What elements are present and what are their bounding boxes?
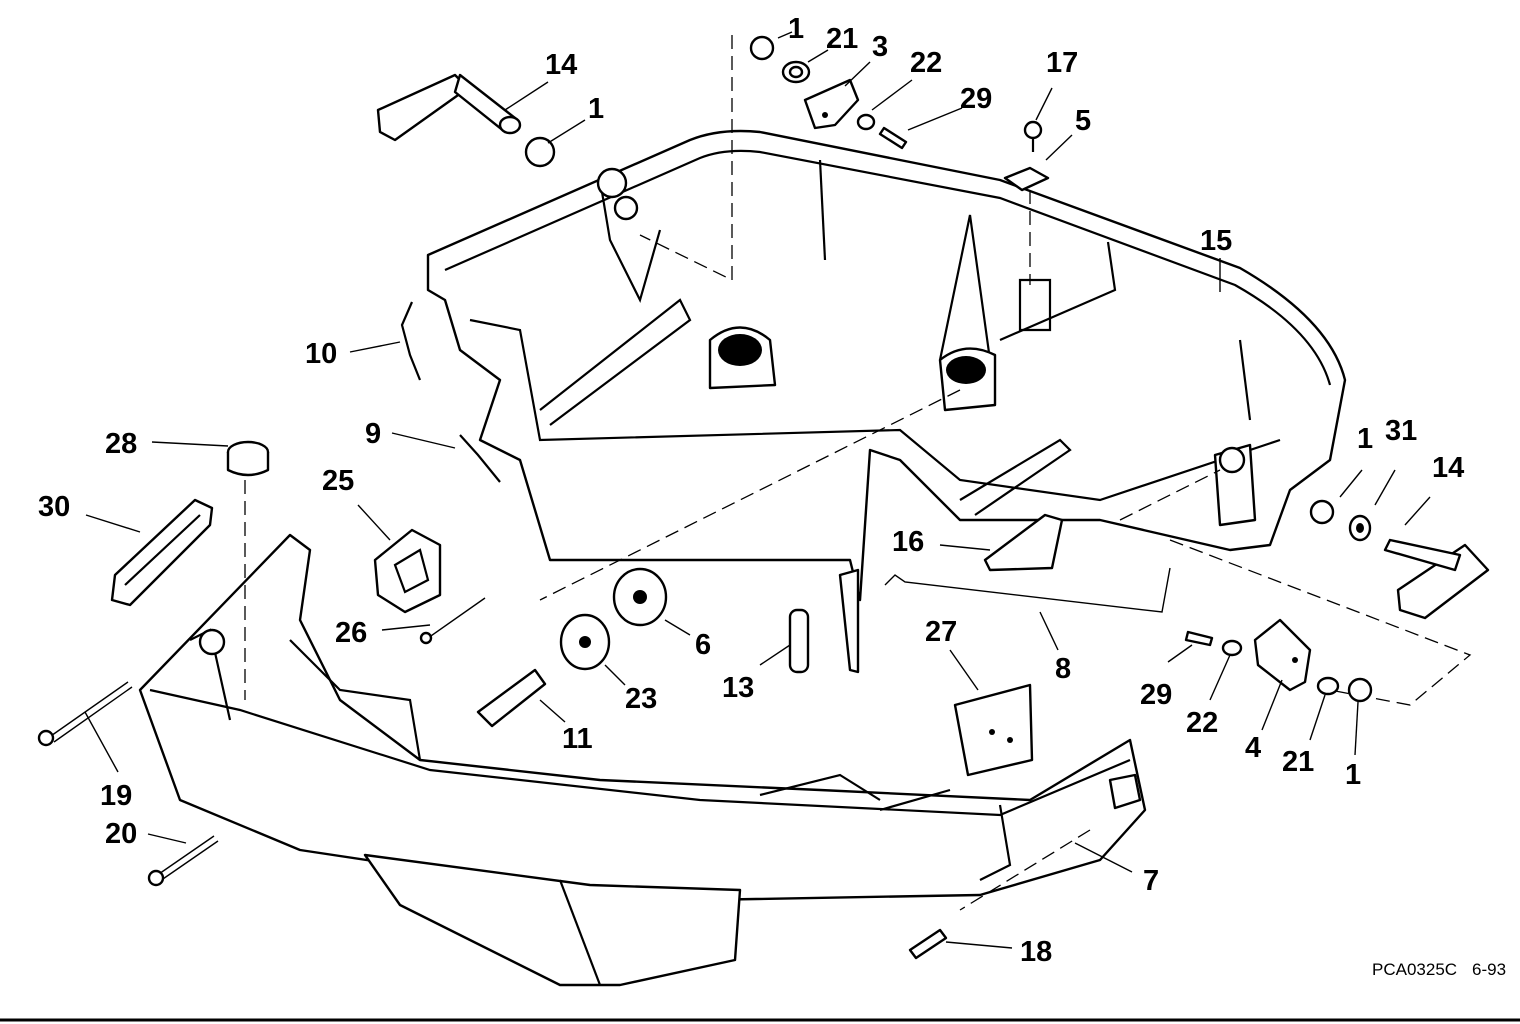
callout-14-right: 14 (1432, 452, 1464, 484)
callout-5: 5 (1075, 105, 1091, 137)
callout-27: 27 (925, 616, 957, 648)
date-code: 6-93 (1472, 960, 1506, 979)
callout-16: 16 (892, 526, 924, 558)
callout-23: 23 (625, 683, 657, 715)
callout-14-left: 14 (545, 49, 577, 81)
small-washer-top (856, 113, 876, 131)
nut-washer-right (1309, 499, 1372, 542)
callout-19: 19 (100, 780, 132, 812)
bracket-27 (953, 683, 1034, 777)
upper-motor-cover (426, 129, 1347, 674)
lock-nut-top (524, 35, 775, 168)
callout-6: 6 (695, 629, 711, 661)
latch-bracket-top (803, 78, 860, 130)
callout-1-bottom: 1 (1345, 759, 1361, 791)
callout-8: 8 (1055, 653, 1071, 685)
bolts-lower-left (37, 681, 219, 887)
callout-26: 26 (335, 617, 367, 649)
grommet-28 (226, 440, 270, 477)
callout-29-bottom: 29 (1140, 679, 1172, 711)
clip-13 (788, 608, 810, 674)
callout-29-top: 29 (960, 83, 992, 115)
latch-4 (1253, 618, 1312, 692)
clip-5 (1003, 166, 1050, 192)
callout-28: 28 (105, 428, 137, 460)
washer-top (781, 60, 811, 84)
callout-11: 11 (562, 723, 593, 755)
callout-3: 3 (872, 31, 888, 63)
callout-7: 7 (1143, 865, 1159, 897)
callout-18: 18 (1020, 936, 1052, 968)
callout-9: 9 (365, 418, 381, 450)
trim-strip-30 (110, 498, 214, 607)
screw-29-top (878, 126, 908, 150)
callout-22-top: 22 (910, 47, 942, 79)
callout-20: 20 (105, 818, 137, 850)
callout-30: 30 (38, 491, 70, 523)
plate-16 (983, 513, 1064, 572)
grommet-25 (373, 528, 442, 614)
callout-labels: 1 21 3 22 29 17 5 14 1 15 10 9 28 30 25 … (38, 13, 1464, 968)
screw-18 (908, 928, 948, 960)
callout-25: 25 (322, 465, 354, 497)
seal-10 (400, 301, 422, 381)
washer-23 (559, 613, 611, 671)
seal-9 (459, 434, 501, 483)
leader-lines (84, 31, 1431, 949)
callout-21-bottom: 21 (1282, 746, 1314, 778)
callout-21-top: 21 (826, 23, 858, 55)
assembly-lines (244, 35, 1472, 911)
callout-1-top: 1 (788, 13, 804, 45)
callout-1-left: 1 (588, 93, 604, 125)
callout-4: 4 (1245, 732, 1261, 764)
grommet-6 (612, 567, 668, 627)
callout-17: 17 (1046, 47, 1078, 79)
callout-1-right: 1 (1357, 423, 1373, 455)
stud-11 (476, 668, 547, 728)
latch-handle-left (376, 73, 522, 142)
callout-13: 13 (722, 672, 754, 704)
callout-15: 15 (1200, 225, 1232, 257)
cotter-pin-26 (419, 597, 486, 645)
callout-31: 31 (1385, 415, 1417, 447)
drawing-code-block: PCA0325C 6-93 (1372, 960, 1506, 979)
callout-22-bottom: 22 (1186, 707, 1218, 739)
drawing-code: PCA0325C (1372, 960, 1457, 979)
hardware-right-lower (1184, 630, 1373, 703)
callout-10: 10 (305, 338, 337, 370)
wire-8 (884, 567, 1171, 613)
screw-17 (1023, 120, 1043, 152)
lower-motor-cover (138, 533, 1147, 987)
latch-handle-right (1383, 538, 1490, 620)
